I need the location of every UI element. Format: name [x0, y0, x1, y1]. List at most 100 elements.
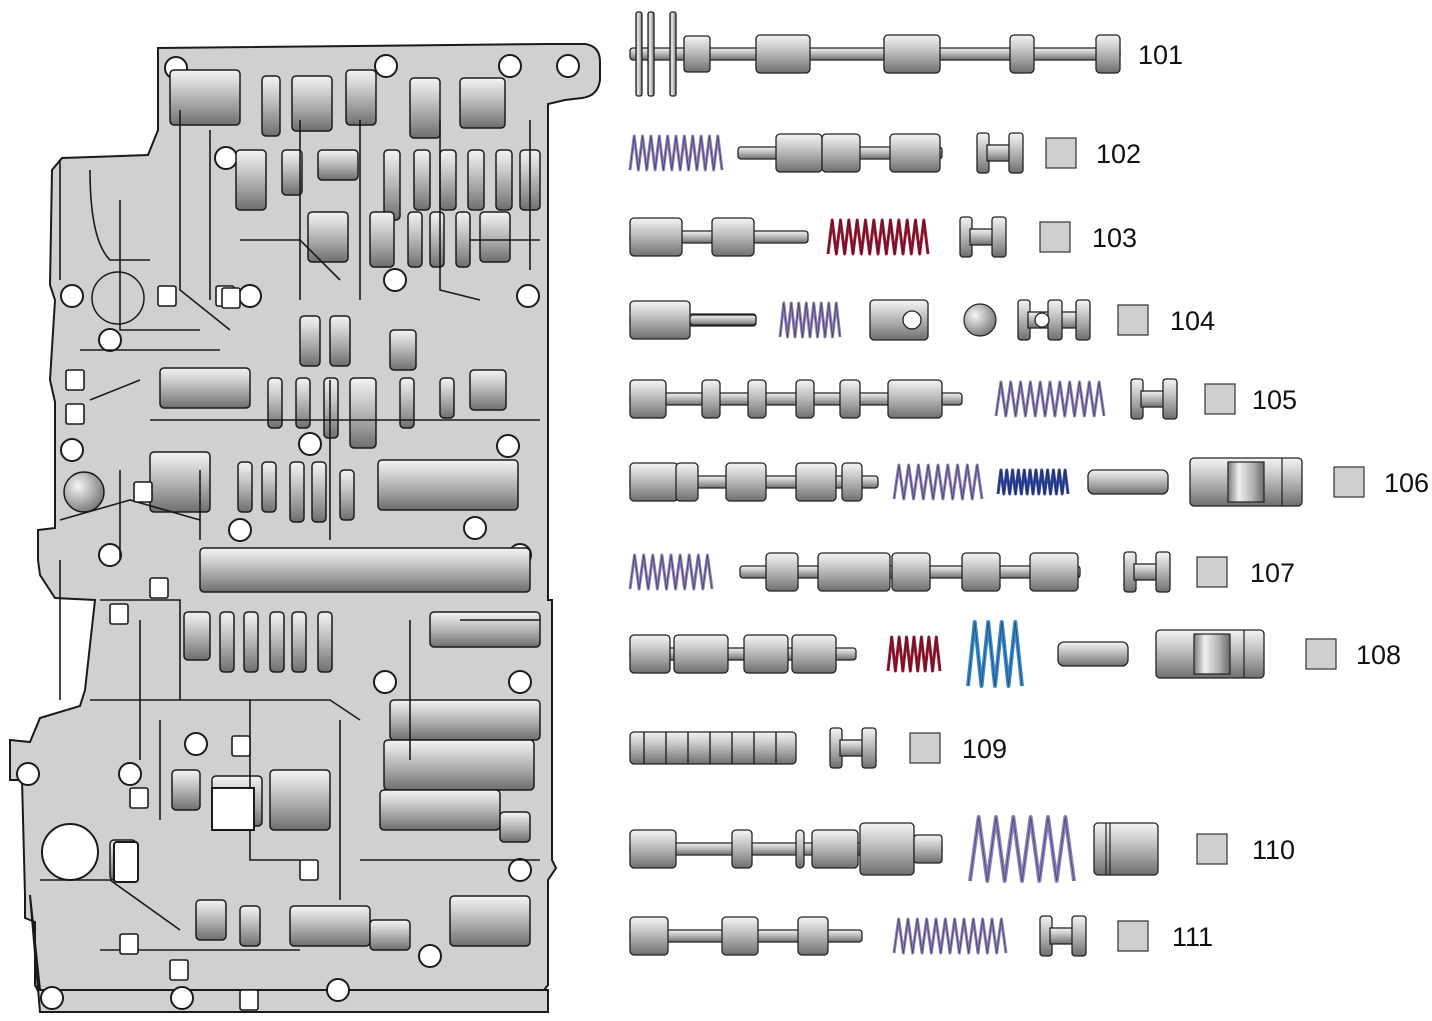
port-square — [65, 369, 85, 391]
channel-pocket — [291, 75, 333, 132]
bolt-hole — [373, 670, 397, 694]
valve-land — [883, 34, 941, 74]
channel-pocket — [469, 369, 507, 411]
bolt-hole — [298, 432, 322, 456]
spring-outline — [893, 464, 983, 500]
spring-coil — [892, 463, 984, 501]
marker-square — [1117, 920, 1149, 952]
part-label-111: 111 — [1172, 922, 1213, 952]
valve-land — [629, 462, 679, 502]
valve-land — [887, 379, 943, 419]
channel-pocket — [171, 769, 201, 811]
channel-pocket — [407, 211, 423, 268]
channel-pocket — [195, 899, 227, 941]
port-square — [231, 735, 251, 757]
valve-collar — [647, 11, 655, 97]
bolt-hole — [170, 986, 194, 1010]
valve-body-plate — [9, 43, 601, 1013]
part-row-107: 107 — [628, 551, 1295, 593]
sleeve-body — [869, 299, 929, 341]
channel-pocket — [239, 905, 261, 947]
part-row-103: 103 — [629, 216, 1137, 258]
bolt-hole — [496, 434, 520, 458]
sleeve-window — [1227, 461, 1265, 503]
spring-coil — [826, 218, 930, 256]
plug-cap — [1008, 132, 1024, 174]
channel-line — [240, 239, 341, 281]
valve-land — [629, 634, 671, 674]
marker-square — [1117, 304, 1149, 336]
channel-line — [179, 110, 231, 331]
channel-pocket — [281, 149, 303, 196]
plug-cap — [861, 727, 877, 769]
channel-line — [89, 169, 150, 261]
channel-pocket — [455, 211, 471, 268]
bolt-hole — [238, 284, 262, 308]
bolt-hole — [214, 146, 238, 170]
channel-pocket — [289, 461, 305, 523]
valve-collar — [669, 11, 677, 97]
valve-land — [775, 133, 823, 173]
part-label-103: 103 — [1092, 223, 1137, 253]
part-label-104: 104 — [1170, 306, 1215, 336]
channel-pocket — [299, 315, 321, 367]
channel-line — [119, 200, 200, 331]
channel-pocket — [159, 367, 251, 409]
spring-outline — [887, 636, 941, 672]
channel-pocket — [369, 919, 411, 951]
valve-land — [859, 822, 915, 876]
valve-land — [1095, 34, 1121, 74]
channel-pocket — [307, 211, 349, 263]
channel-pocket — [459, 77, 506, 129]
bolt-hole — [228, 518, 252, 542]
bolt-hole — [118, 762, 142, 786]
part-label-101: 101 — [1138, 40, 1183, 70]
sleeve-hole — [902, 310, 922, 330]
spring-seat — [91, 271, 145, 325]
channel-pocket — [261, 75, 281, 137]
channel-pocket — [291, 611, 307, 673]
channel-line — [100, 599, 181, 700]
bolt-hole — [98, 328, 122, 352]
part-label-105: 105 — [1252, 385, 1297, 415]
part-row-106: 106 — [629, 457, 1429, 507]
valve-land — [1029, 552, 1079, 592]
port-square — [109, 603, 129, 625]
channel-pocket — [389, 699, 541, 741]
valve-land — [629, 916, 669, 956]
plug-cap — [991, 216, 1007, 258]
channel-pocket — [413, 149, 431, 211]
valve-land — [791, 634, 837, 674]
plug-hole — [1034, 312, 1050, 328]
channel-pocket — [409, 77, 441, 139]
channel-pocket — [261, 461, 277, 513]
part-label-102: 102 — [1096, 139, 1141, 169]
plug-neck — [1140, 390, 1166, 408]
channel-line — [439, 120, 481, 301]
spring-outline — [827, 219, 929, 255]
valve-land — [755, 34, 811, 74]
port-slot — [113, 841, 139, 883]
valve-land — [675, 462, 699, 502]
valve-land — [731, 829, 753, 869]
valve-land — [841, 462, 863, 502]
bolt-hole — [60, 284, 84, 308]
channel-pocket — [269, 611, 285, 673]
channel-pocket — [499, 811, 531, 843]
part-row-105: 105 — [629, 378, 1297, 420]
valve-land — [821, 133, 861, 173]
valve-land — [839, 379, 861, 419]
plate-flange — [29, 894, 549, 1013]
channel-pocket — [495, 149, 513, 211]
valve-land — [795, 829, 805, 869]
plate-channels — [16, 54, 580, 1011]
channel-pocket — [389, 329, 417, 371]
part-label-110: 110 — [1252, 835, 1295, 865]
valve-land — [811, 829, 859, 869]
valve-land — [629, 379, 667, 419]
valve-land — [701, 379, 721, 419]
valve-land — [721, 916, 759, 956]
plug-cap — [1155, 551, 1171, 593]
pin — [1087, 469, 1169, 495]
